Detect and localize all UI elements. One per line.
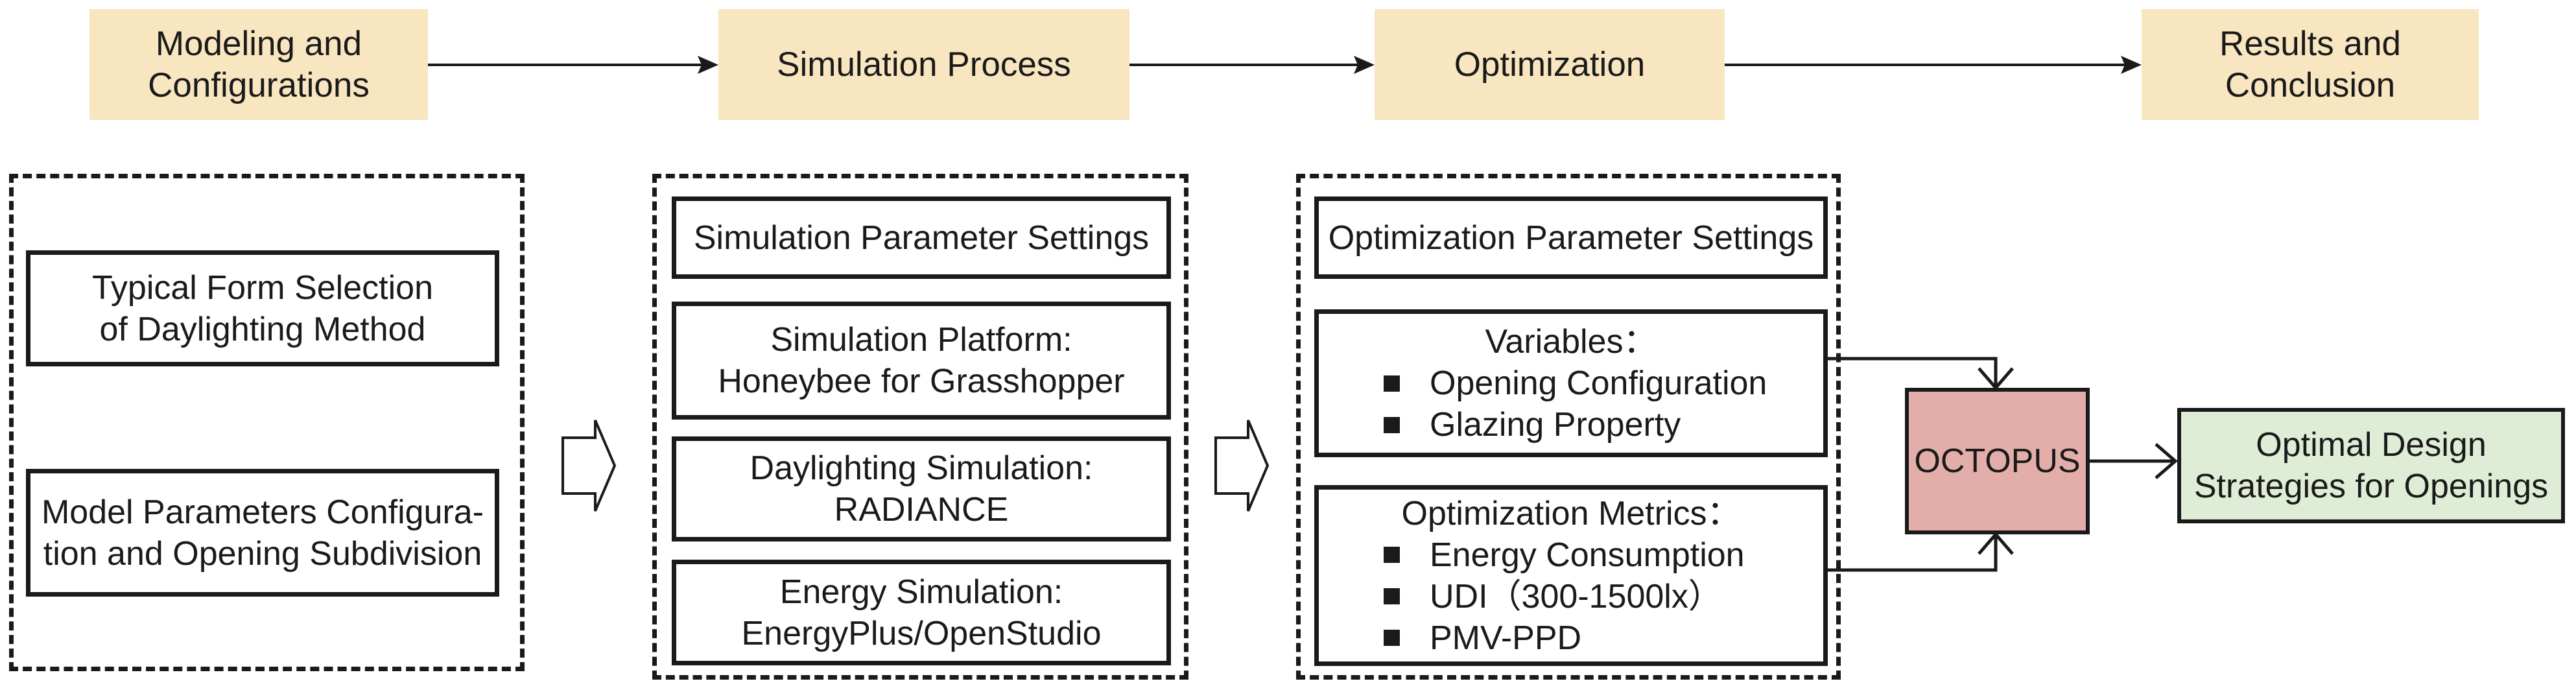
optimal-design-line-1: Optimal Design: [2256, 426, 2487, 464]
simulation-parameter-settings-box: Simulation Parameter Settings: [672, 196, 1171, 279]
stage-optimization: Optimization: [1375, 9, 1725, 120]
hollow-arrow-right-icon: [561, 420, 617, 512]
square-bullet-icon: [1384, 375, 1400, 392]
daylighting-simulation-box: Daylighting Simulation: RADIANCE: [672, 436, 1171, 541]
variables-box: Variables： Opening Configuration Glazing…: [1314, 309, 1828, 457]
typical-form-line-2: of Daylighting Method: [99, 310, 426, 348]
metric-item: UDI（300-1500lx）: [1384, 576, 1745, 617]
group-optimization: [1296, 174, 1841, 680]
square-bullet-icon: [1384, 588, 1400, 604]
square-bullet-icon: [1384, 547, 1400, 563]
metrics-to-octopus-connector: [1828, 532, 2014, 572]
variable-item: Glazing Property: [1384, 404, 1767, 446]
simulation-platform-box: Simulation Platform: Honeybee for Grassh…: [672, 302, 1171, 420]
optimization-parameter-settings-box: Optimization Parameter Settings: [1314, 196, 1828, 279]
model-params-line-1: Model Parameters Configura-: [41, 493, 484, 531]
square-bullet-icon: [1384, 416, 1400, 433]
stage-arrow-3: [1725, 56, 2142, 74]
metric-item-label: PMV-PPD: [1430, 619, 1582, 657]
stage-simulation-process: Simulation Process: [718, 9, 1129, 120]
metrics-list: Energy Consumption UDI（300-1500lx） PMV-P…: [1384, 534, 1745, 659]
metric-item: PMV-PPD: [1384, 617, 1745, 659]
typical-form-selection-box: Typical Form Selection of Daylighting Me…: [26, 250, 499, 366]
square-bullet-icon: [1384, 630, 1400, 646]
stage-arrow-1: [428, 56, 718, 74]
variables-to-octopus-connector: [1828, 357, 2014, 390]
hollow-arrow-right-icon: [1214, 420, 1270, 512]
model-parameters-box: Model Parameters Configura- tion and Ope…: [26, 469, 499, 597]
group-modeling: [9, 174, 525, 671]
variable-item: Opening Configuration: [1384, 363, 1767, 404]
variables-list: Opening Configuration Glazing Property: [1384, 363, 1767, 446]
energy-simulation-line-1: Energy Simulation:: [779, 573, 1063, 611]
optimization-parameter-settings-label: Optimization Parameter Settings: [1328, 219, 1814, 257]
optimal-design-line-2: Strategies for Openings: [2193, 468, 2549, 505]
variables-title: Variables：: [1485, 323, 1657, 361]
optimization-metrics-box: Optimization Metrics： Energy Consumption…: [1314, 485, 1828, 666]
octopus-box: OCTOPUS: [1905, 388, 2090, 534]
octopus-label: OCTOPUS: [1914, 442, 2081, 480]
simulation-parameter-settings-label: Simulation Parameter Settings: [693, 219, 1150, 257]
stage-results-and-conclusion: Results and Conclusion: [2142, 9, 2479, 120]
daylighting-simulation-line-1: Daylighting Simulation:: [750, 449, 1093, 487]
daylighting-simulation-line-2: RADIANCE: [834, 491, 1009, 529]
metric-item-label: UDI（300-1500lx）: [1430, 577, 1722, 615]
optimal-design-strategies-box: Optimal Design Strategies for Openings: [2177, 408, 2565, 523]
simulation-platform-line-1: Simulation Platform:: [770, 321, 1072, 359]
octopus-to-result-connector: [2090, 443, 2178, 479]
energy-simulation-box: Energy Simulation: EnergyPlus/OpenStudio: [672, 560, 1171, 665]
variable-item-label: Glazing Property: [1430, 406, 1681, 444]
variable-item-label: Opening Configuration: [1430, 364, 1767, 402]
energy-simulation-line-2: EnergyPlus/OpenStudio: [741, 614, 1102, 652]
typical-form-line-1: Typical Form Selection: [92, 268, 433, 307]
group-simulation: [652, 174, 1188, 680]
optimization-metrics-title: Optimization Metrics：: [1401, 494, 1741, 532]
simulation-platform-line-2: Honeybee for Grasshopper: [718, 363, 1125, 400]
metric-item: Energy Consumption: [1384, 534, 1745, 576]
stage-modeling-and-configurations: Modeling and Configurations: [89, 9, 428, 120]
model-params-line-2: tion and Opening Subdivision: [43, 534, 482, 573]
stage-arrow-2: [1129, 56, 1375, 74]
metric-item-label: Energy Consumption: [1430, 536, 1745, 574]
